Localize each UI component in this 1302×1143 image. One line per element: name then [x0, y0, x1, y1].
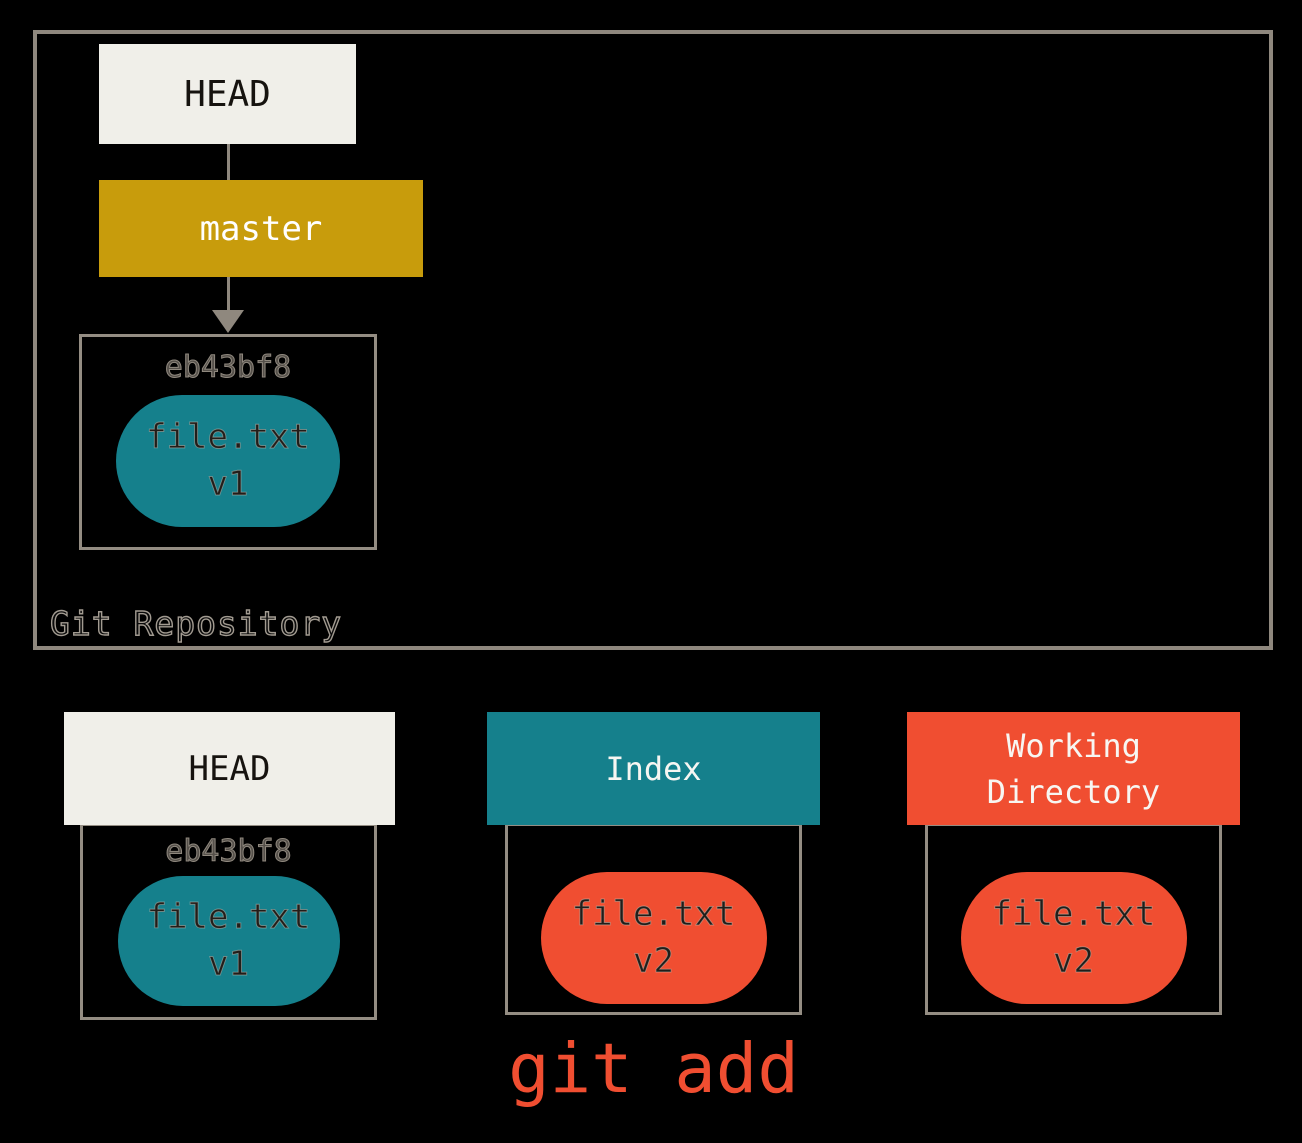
area-working-directory-header: Working Directory [907, 712, 1240, 825]
commit-box: eb43bf8 file.txt v1 [79, 334, 377, 550]
file-name: file.txt [146, 897, 311, 938]
head-ref-label: HEAD [184, 73, 271, 115]
file-version: v2 [633, 941, 675, 982]
file-name: file.txt [571, 894, 736, 935]
master-to-commit-connector [227, 277, 230, 312]
area-working-directory-body: file.txt v2 [925, 823, 1222, 1015]
file-name: file.txt [991, 894, 1156, 935]
arrowhead-icon [212, 310, 244, 333]
area-head-title: HEAD [188, 748, 271, 789]
area-working-directory-title: Working Directory [986, 726, 1161, 811]
area-index-header: Index [487, 712, 820, 825]
area-head-header: HEAD [64, 712, 395, 825]
git-add-command-label: git add [508, 1029, 799, 1109]
master-branch-box: master [99, 180, 423, 277]
file-version: v1 [208, 944, 250, 985]
git-repository-label: Git Repository [49, 603, 343, 643]
git-repository-box [33, 30, 1273, 650]
area-head-body: eb43bf8 file.txt v1 [80, 823, 377, 1020]
file-blob-v2: file.txt v2 [960, 872, 1187, 1004]
head-ref-box: HEAD [99, 44, 356, 144]
file-version: v1 [207, 464, 249, 505]
file-blob-v2: file.txt v2 [540, 872, 767, 1004]
commit-hash: eb43bf8 [164, 350, 292, 386]
master-branch-label: master [199, 208, 323, 249]
area-index-title: Index [605, 749, 702, 788]
head-to-master-connector [227, 144, 230, 180]
file-blob-v1: file.txt v1 [117, 876, 340, 1006]
area-index-body: file.txt v2 [505, 823, 802, 1015]
file-version: v2 [1053, 941, 1095, 982]
file-blob-v1: file.txt v1 [116, 395, 340, 527]
commit-hash: eb43bf8 [165, 834, 292, 870]
file-name: file.txt [146, 417, 311, 458]
